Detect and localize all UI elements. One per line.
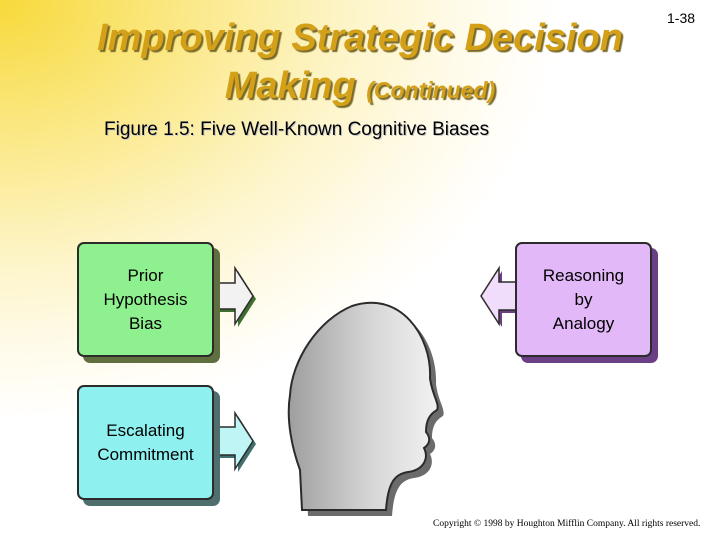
slide-number: 1-38 xyxy=(667,10,696,26)
arrow-reasoning-icon xyxy=(480,265,517,327)
box-reasoning-by-analogy: Reasoning by Analogy xyxy=(515,242,652,357)
human-head-silhouette-icon xyxy=(287,301,439,511)
title-continued: (Continued) xyxy=(366,77,496,103)
box-label-line: Commitment xyxy=(97,444,194,464)
box-label-line: Escalating xyxy=(106,420,185,440)
title-line-2: Making xyxy=(224,65,356,107)
arrow-prior-icon xyxy=(212,265,254,327)
copyright-notice: Copyright © 1998 by Houghton Mifflin Com… xyxy=(433,519,701,529)
box-label-line: Bias xyxy=(128,313,163,333)
box-label-line: Analogy xyxy=(552,313,615,333)
figure-caption: Figure 1.5: Five Well-Known Cognitive Bi… xyxy=(104,119,490,140)
box-prior-hypothesis-bias: Prior Hypothesis Bias xyxy=(77,242,214,357)
box-label-line: by xyxy=(574,289,593,309)
slide-title: Improving Strategic Decision Making (Con… xyxy=(40,14,680,114)
box-label-line: Hypothesis xyxy=(103,289,188,309)
box-escalating-commitment: Escalating Commitment xyxy=(77,385,214,500)
title-line-1: Improving Strategic Decision xyxy=(97,17,623,59)
box-label-line: Prior xyxy=(127,265,164,285)
box-label-line: Reasoning xyxy=(542,265,625,285)
arrow-escalating-icon xyxy=(212,410,254,472)
